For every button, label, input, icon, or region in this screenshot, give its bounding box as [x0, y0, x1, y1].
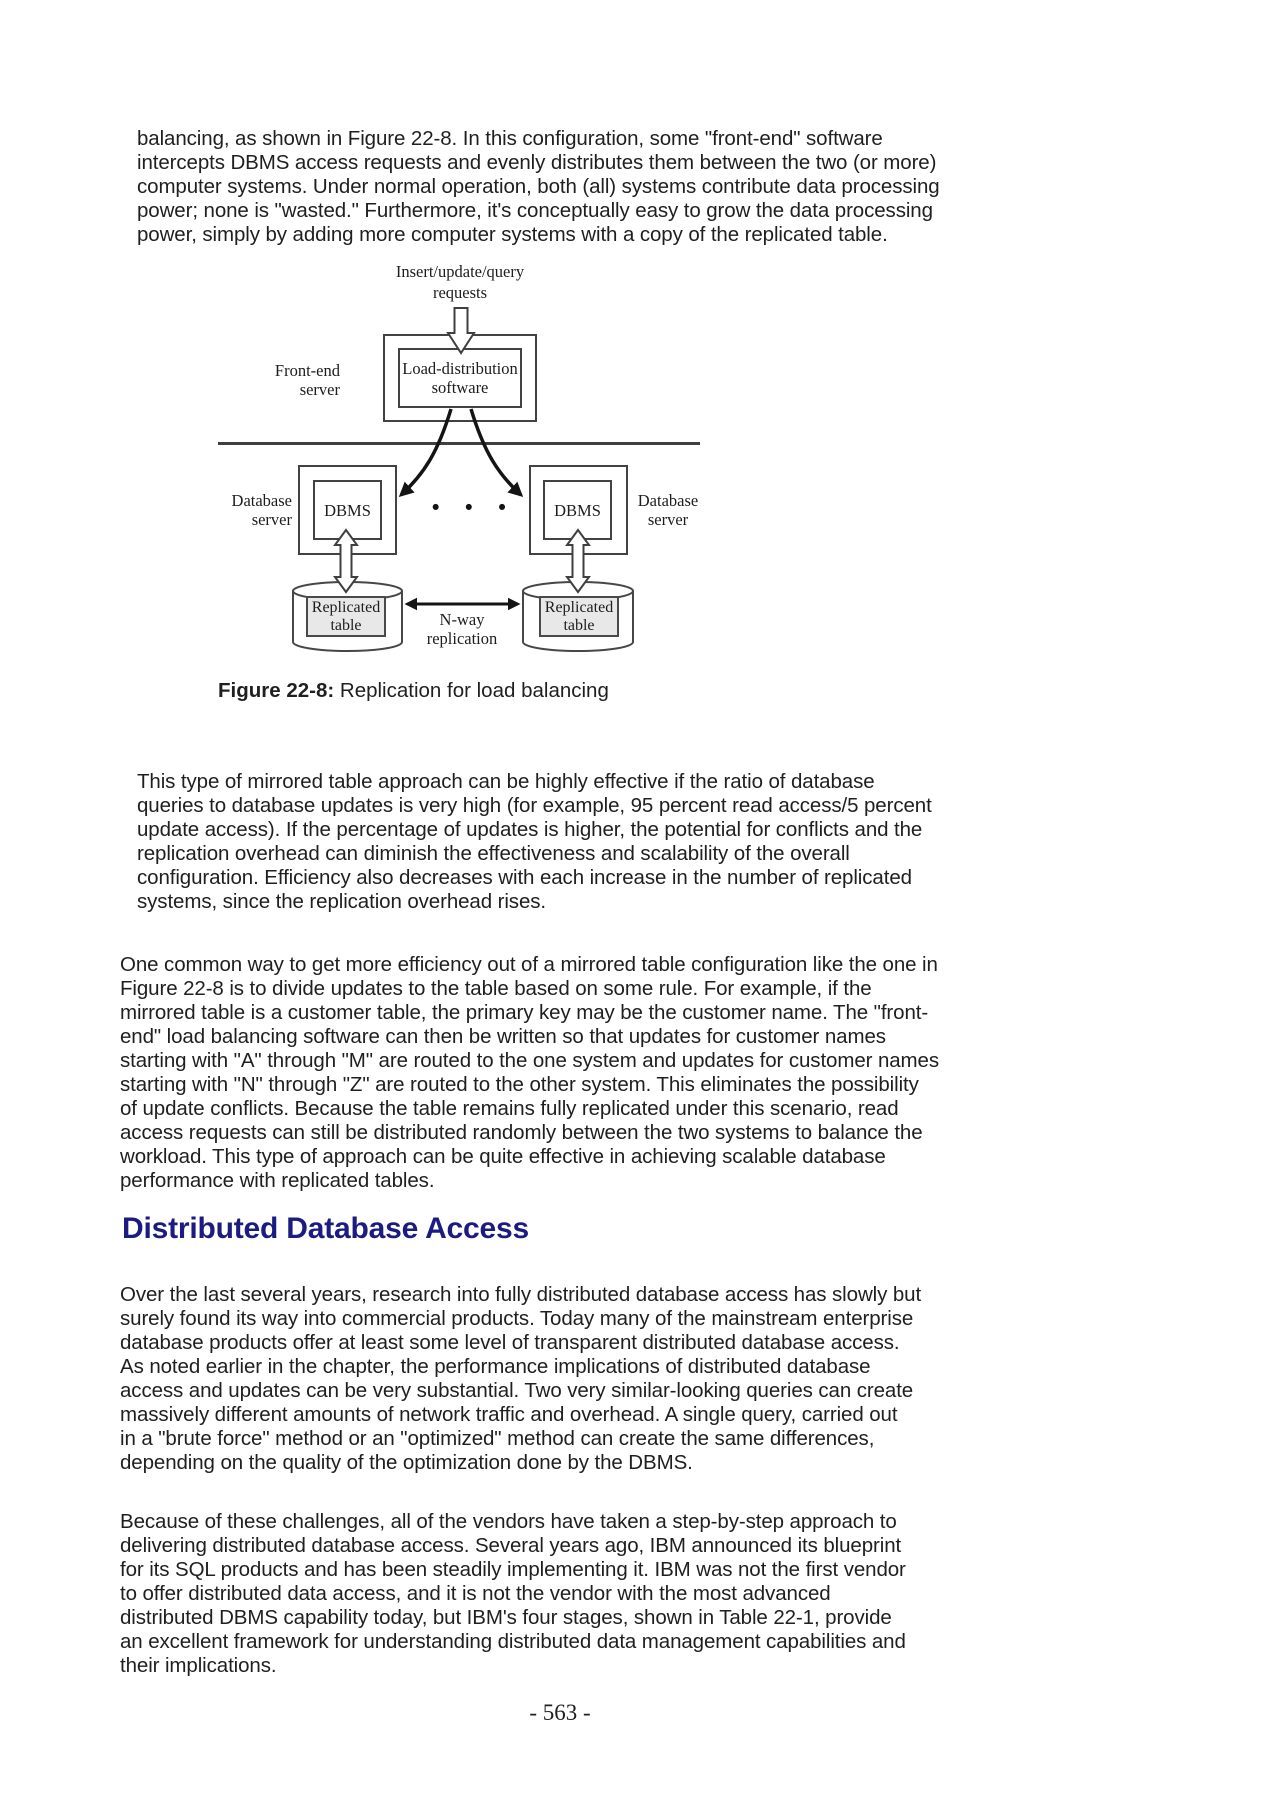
network-line	[218, 442, 700, 445]
paragraph-vendor-challenges: Because of these challenges, all of the …	[120, 1510, 906, 1677]
nway-replication-label: N-way replication	[426, 610, 498, 648]
section-heading-distributed-database-access: Distributed Database Access	[122, 1212, 529, 1245]
paragraph-distributed-access: Over the last several years, research in…	[120, 1283, 922, 1474]
database-server-label-left: Database server	[231, 491, 292, 529]
dbms-label-right: DBMS	[554, 500, 601, 520]
paragraph-mirrored-table: This type of mirrored table approach can…	[137, 770, 932, 913]
requests-label: Insert/update/query requests	[395, 262, 525, 302]
dbms-box-left: DBMS	[313, 480, 382, 540]
dbms-box-right: DBMS	[543, 480, 612, 540]
figure-caption: Figure 22-8: Replication for load balanc…	[218, 679, 609, 703]
front-end-server-label: Front-end server	[274, 361, 340, 399]
figure-22-8: Load-distribution software DBMS DBMS	[0, 0, 1272, 700]
replicated-table-label-right: Replicated table	[544, 598, 614, 634]
paragraph-update-routing: One common way to get more efficiency ou…	[120, 953, 939, 1192]
page-number: - 563 -	[529, 1700, 591, 1725]
dbms-label-left: DBMS	[324, 500, 371, 520]
load-distribution-box: Load-distribution software	[398, 348, 522, 408]
replicated-table-label-left: Replicated table	[311, 598, 381, 634]
paragraph-load-balancing: balancing, as shown in Figure 22-8. In t…	[137, 127, 940, 246]
load-distribution-label: Load-distribution software	[402, 359, 518, 397]
database-server-label-right: Database server	[637, 491, 699, 529]
figure-arrows-layer	[292, 307, 634, 652]
replicated-table-right: Replicated table	[539, 596, 619, 637]
figure-caption-text: Replication for load balancing	[334, 679, 609, 702]
replicated-table-left: Replicated table	[306, 596, 386, 637]
figure-caption-label: Figure 22-8:	[218, 679, 335, 702]
ellipsis-dots: • • •	[432, 496, 516, 519]
